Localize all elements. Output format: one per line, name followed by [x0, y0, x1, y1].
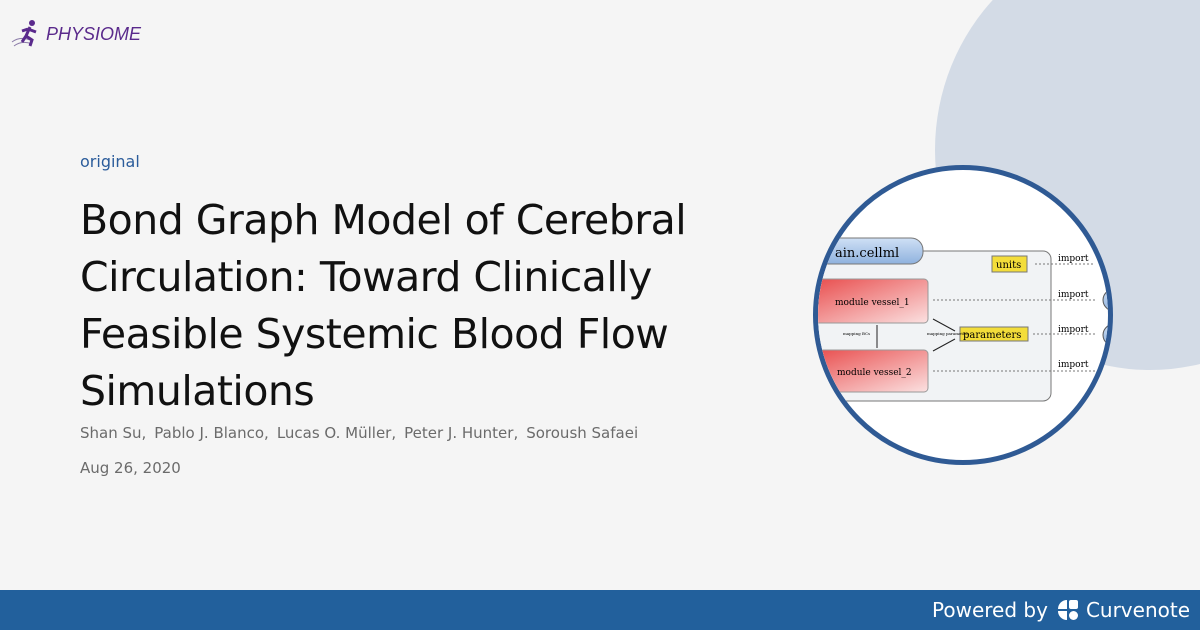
import-label: import [1058, 254, 1089, 264]
physiome-logo[interactable]: PHYSIOME [10, 18, 141, 50]
cellml-file-label: ain.cellml [835, 246, 899, 261]
powered-by-text: Powered by [932, 598, 1048, 622]
curvenote-brand: Curvenote [1085, 598, 1190, 622]
mapping-params-label: mapping parameters [927, 331, 969, 336]
curvenote-logo-icon [1057, 600, 1078, 620]
article-kind: original [80, 152, 140, 171]
page-title: Bond Graph Model of Cerebral Circulation… [80, 196, 687, 415]
parameters-label: parameters [963, 330, 1021, 341]
vessel2-label: module vessel_2 [837, 368, 912, 378]
publish-date: Aug 26, 2020 [80, 459, 181, 477]
author-list: Shan Su, Pablo J. Blanco, Lucas O. Mülle… [80, 424, 638, 442]
runner-icon [11, 20, 37, 47]
mapping-bcs-label: mapping BCs [843, 331, 870, 336]
import-label: import [1058, 325, 1089, 335]
author: Pablo J. Blanco, [154, 424, 269, 442]
logo-text: PHYSIOME [46, 23, 142, 44]
author: Shan Su, [80, 424, 147, 442]
author: Peter J. Hunter, [404, 424, 519, 442]
author: Lucas O. Müller, [276, 424, 397, 442]
figure-thumbnail: ain.cellml units module vessel_1 module … [813, 165, 1113, 465]
vessel1-label: module vessel_1 [835, 298, 910, 308]
import-label: import [1058, 360, 1089, 370]
units-label: units [996, 260, 1021, 271]
footer-bar: Powered by Curvenote [0, 590, 1200, 630]
author: Soroush Safaei [526, 424, 639, 442]
import-label: import [1058, 290, 1089, 300]
curvenote-link[interactable]: Curvenote [1056, 598, 1190, 622]
